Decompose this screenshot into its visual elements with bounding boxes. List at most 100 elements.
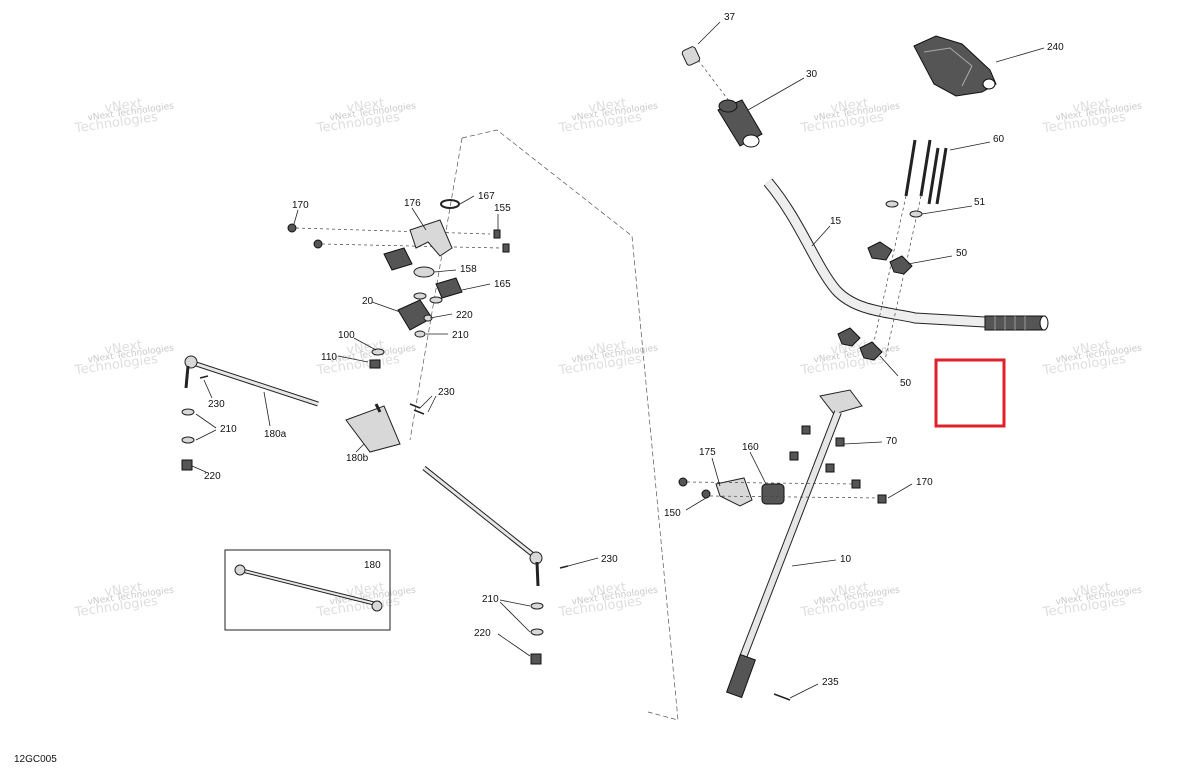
part-220-nut-left[interactable] (181, 459, 193, 471)
callout-160: 160 (742, 442, 759, 453)
svg-text:vNext: vNext (345, 580, 385, 600)
part-235-cotter-pin[interactable] (773, 693, 791, 701)
callout-20: 20 (362, 296, 374, 307)
drawing-code: 12GC005 (14, 754, 57, 765)
callout-180a: 180a (264, 429, 287, 440)
svg-text:vNext: vNext (103, 580, 143, 600)
part-170-nuts-right[interactable] (851, 479, 887, 504)
part-37-end-plug[interactable] (681, 46, 743, 119)
callout-167: 167 (478, 191, 495, 202)
part-51-washers[interactable] (885, 200, 923, 218)
highlight-box[interactable] (934, 358, 1006, 428)
part-180b-center-link[interactable] (345, 403, 401, 453)
callout-15: 15 (830, 216, 842, 227)
callout-175: 175 (699, 447, 716, 458)
part-70-nuts[interactable] (789, 425, 845, 473)
callout-235: 235 (822, 677, 839, 688)
part-155-bolts[interactable] (493, 229, 510, 253)
callout-70: 70 (886, 436, 898, 447)
callout-240: 240 (1047, 42, 1064, 53)
callout-150: 150 (664, 508, 681, 519)
callout-210-right: 210 (482, 594, 499, 605)
svg-text:vNext: vNext (345, 96, 385, 116)
assembly-boundary-dashed-left (409, 137, 463, 441)
callout-210-left: 210 (220, 424, 237, 435)
callout-230-center: 230 (438, 387, 455, 398)
svg-text:vNext: vNext (587, 580, 627, 600)
svg-text:vNext: vNext (103, 96, 143, 116)
part-160-bushing[interactable] (761, 483, 785, 505)
part-60-bolts[interactable] (869, 139, 948, 361)
callout-180b: 180b (346, 453, 369, 464)
callout-170-right: 170 (916, 477, 933, 488)
callout-110: 110 (321, 352, 337, 363)
callout-165: 165 (494, 279, 511, 290)
part-210-washers-left[interactable] (181, 408, 195, 444)
svg-text:vNext: vNext (103, 338, 143, 358)
part-170-nuts-left[interactable] (287, 223, 501, 249)
callout-230-right: 230 (601, 554, 618, 565)
part-210-washers-right[interactable] (530, 602, 544, 636)
callout-30: 30 (806, 69, 818, 80)
part-150-bolts[interactable] (678, 477, 881, 499)
part-175-clamp[interactable] (715, 477, 753, 507)
part-230-cotter-pins[interactable] (199, 375, 569, 569)
part-50-upper-clamps[interactable] (867, 241, 913, 275)
part-158-bearing[interactable] (383, 247, 435, 278)
leader-lines (191, 21, 1045, 699)
callout-230-left: 230 (208, 399, 225, 410)
callout-210-top: 210 (452, 330, 469, 341)
callout-158: 158 (460, 264, 477, 275)
callout-60: 60 (993, 134, 1005, 145)
callout-50-lower: 50 (900, 378, 912, 389)
svg-text:vNext: vNext (829, 580, 869, 600)
assembly-boundary-dashed (461, 129, 679, 721)
callout-220-right: 220 (474, 628, 491, 639)
callout-180: 180 (364, 560, 381, 571)
callout-220-left: 220 (204, 471, 221, 482)
part-167-o-ring[interactable] (440, 199, 460, 209)
callout-50-upper: 50 (956, 248, 968, 259)
part-100-110-hardware[interactable] (369, 348, 385, 369)
svg-text:vNext: vNext (829, 338, 869, 358)
svg-text:vNext: vNext (1071, 580, 1111, 600)
part-220-nut-right[interactable] (530, 653, 542, 665)
part-20-pitman-arm[interactable] (397, 292, 443, 331)
callout-100: 100 (338, 330, 355, 341)
part-165-bearing-halves[interactable] (435, 277, 463, 299)
part-50-lower-clamps[interactable] (837, 327, 883, 361)
callout-176: 176 (404, 198, 421, 209)
svg-text:vNext: vNext (829, 96, 869, 116)
part-10-steering-column[interactable] (726, 389, 863, 699)
callout-220-top: 220 (456, 310, 473, 321)
callout-37: 37 (724, 12, 736, 23)
part-30-grip[interactable] (717, 99, 763, 148)
part-tie-rod-right[interactable] (422, 466, 543, 587)
callout-155: 155 (494, 203, 511, 214)
svg-text:vNext: vNext (587, 338, 627, 358)
part-180a-tie-rod[interactable] (184, 355, 319, 407)
part-240-handlebar-pad[interactable] (913, 35, 997, 97)
part-220-210-small-hardware[interactable] (414, 314, 433, 338)
svg-text:vNext: vNext (587, 96, 627, 116)
svg-text:vNext: vNext (1071, 96, 1111, 116)
callout-labels: 37 30 240 60 51 15 50 50 70 160 175 170 … (204, 12, 1064, 688)
inset-180-tie-rod-assembly[interactable] (224, 549, 391, 631)
part-176-bracket[interactable] (409, 219, 453, 257)
callout-51: 51 (974, 197, 986, 208)
